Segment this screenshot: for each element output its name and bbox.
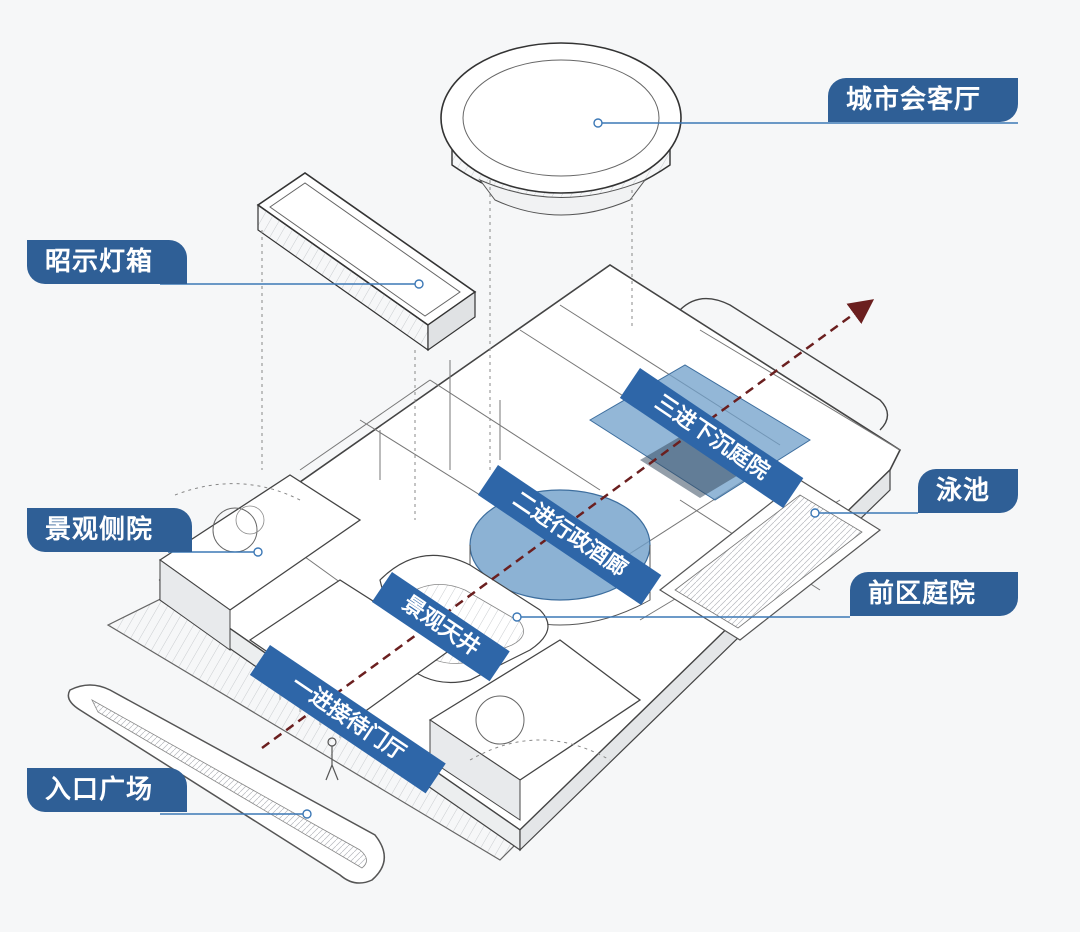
projection-lines <box>174 180 633 761</box>
side-courtyard-right <box>428 639 642 821</box>
callout-pool: 泳池 <box>918 469 1018 513</box>
city-lounge-volume <box>440 42 682 216</box>
callout-city-lounge: 城市会客厅 <box>828 78 1018 122</box>
callout-entrance-plaza: 入口广场 <box>27 768 187 812</box>
callout-front-courtyard: 前区庭院 <box>850 572 1018 616</box>
callout-lightbox: 昭示灯箱 <box>27 240 187 284</box>
lightbox-volume <box>256 172 477 352</box>
circulation-axis-arrow <box>261 299 875 750</box>
person-figure <box>325 737 339 781</box>
callout-side-courtyard: 景观侧院 <box>27 508 192 552</box>
pool-area <box>658 479 882 641</box>
leader-lines <box>160 118 1018 819</box>
entrance-plaza-slab <box>67 684 385 884</box>
